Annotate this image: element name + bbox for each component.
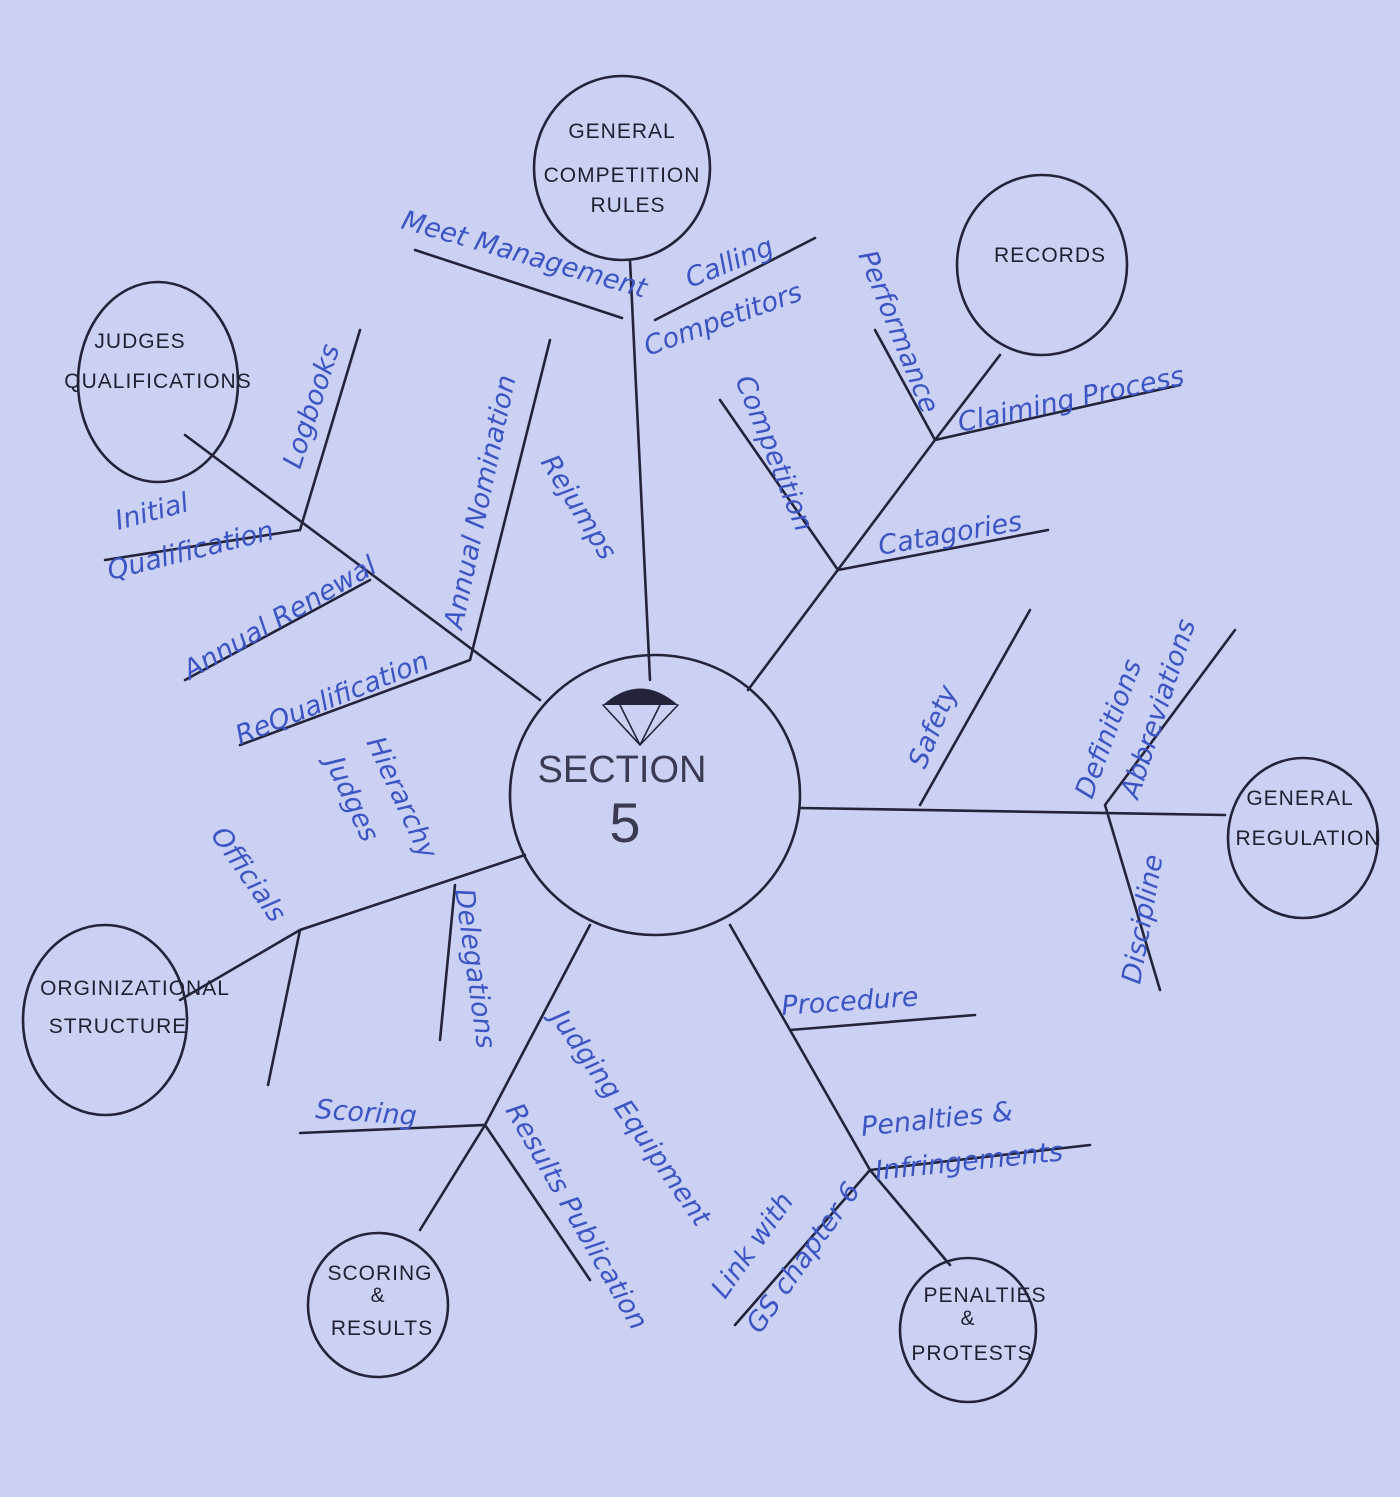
node-label: & (960, 1307, 975, 1330)
branch-label: Hierarchy (360, 732, 444, 865)
node-label: COMPETITION (544, 164, 701, 187)
node-label: STRUCTURE (49, 1015, 188, 1038)
node-judges-qualifications: JUDGES QUALIFICATIONS Logbooks Initial Q… (64, 280, 552, 752)
node-label: SCORING (327, 1262, 432, 1285)
node-organizational-structure: ORGINIZATIONAL STRUCTURE Officials Hiera… (21, 732, 527, 1117)
center-number: 5 (609, 791, 640, 854)
node-label: PROTESTS (911, 1342, 1032, 1365)
node-label: ORGINIZATIONAL (40, 977, 230, 1000)
node-general-regulation: GENERAL REGULATION Safety Definitions Ab… (798, 608, 1381, 992)
branch-label: Annual Renewal (176, 550, 382, 687)
branch-label: Calling (681, 231, 778, 294)
branch-label: Penalties & (859, 1096, 1014, 1143)
node-label: JUDGES (94, 330, 185, 353)
branch-label: Meet Management (398, 205, 652, 305)
branch-label: Procedure (780, 981, 919, 1022)
node-penalties-protests: PENALTIES & PROTESTS Procedure Penalties… (705, 923, 1092, 1404)
branch-label: Safety (903, 680, 964, 773)
branch-label: Catagories (876, 506, 1025, 562)
branch-label: Officials (204, 821, 292, 928)
branch-label: ReQualification (231, 646, 433, 752)
node-label: GENERAL (568, 120, 675, 143)
node-label: QUALIFICATIONS (64, 370, 251, 393)
branch-label: Competition (729, 371, 820, 536)
node-label: & (370, 1284, 385, 1307)
branch-label: Scoring (315, 1094, 418, 1132)
branch-label: Infringements (873, 1136, 1064, 1187)
center-node: SECTION 5 (508, 653, 802, 937)
branch-label: Rejumps (534, 449, 623, 565)
node-label: RESULTS (331, 1317, 433, 1340)
center-title: SECTION (538, 749, 707, 791)
node-label: RULES (590, 194, 665, 217)
node-label: REGULATION (1236, 827, 1381, 850)
node-scoring-results: SCORING & RESULTS Scoring Results Public… (298, 923, 717, 1379)
branch-label: Delegations (448, 887, 501, 1051)
parachute-icon (602, 688, 679, 746)
node-label: RECORDS (994, 244, 1106, 267)
node-label: PENALTIES (924, 1284, 1047, 1307)
branch-label: Initial (112, 487, 193, 536)
branch-label: Performance (852, 246, 945, 418)
node-label: GENERAL (1246, 787, 1353, 810)
branch-label: Competitors (640, 277, 806, 363)
branch-label: Claiming Process (955, 361, 1187, 439)
